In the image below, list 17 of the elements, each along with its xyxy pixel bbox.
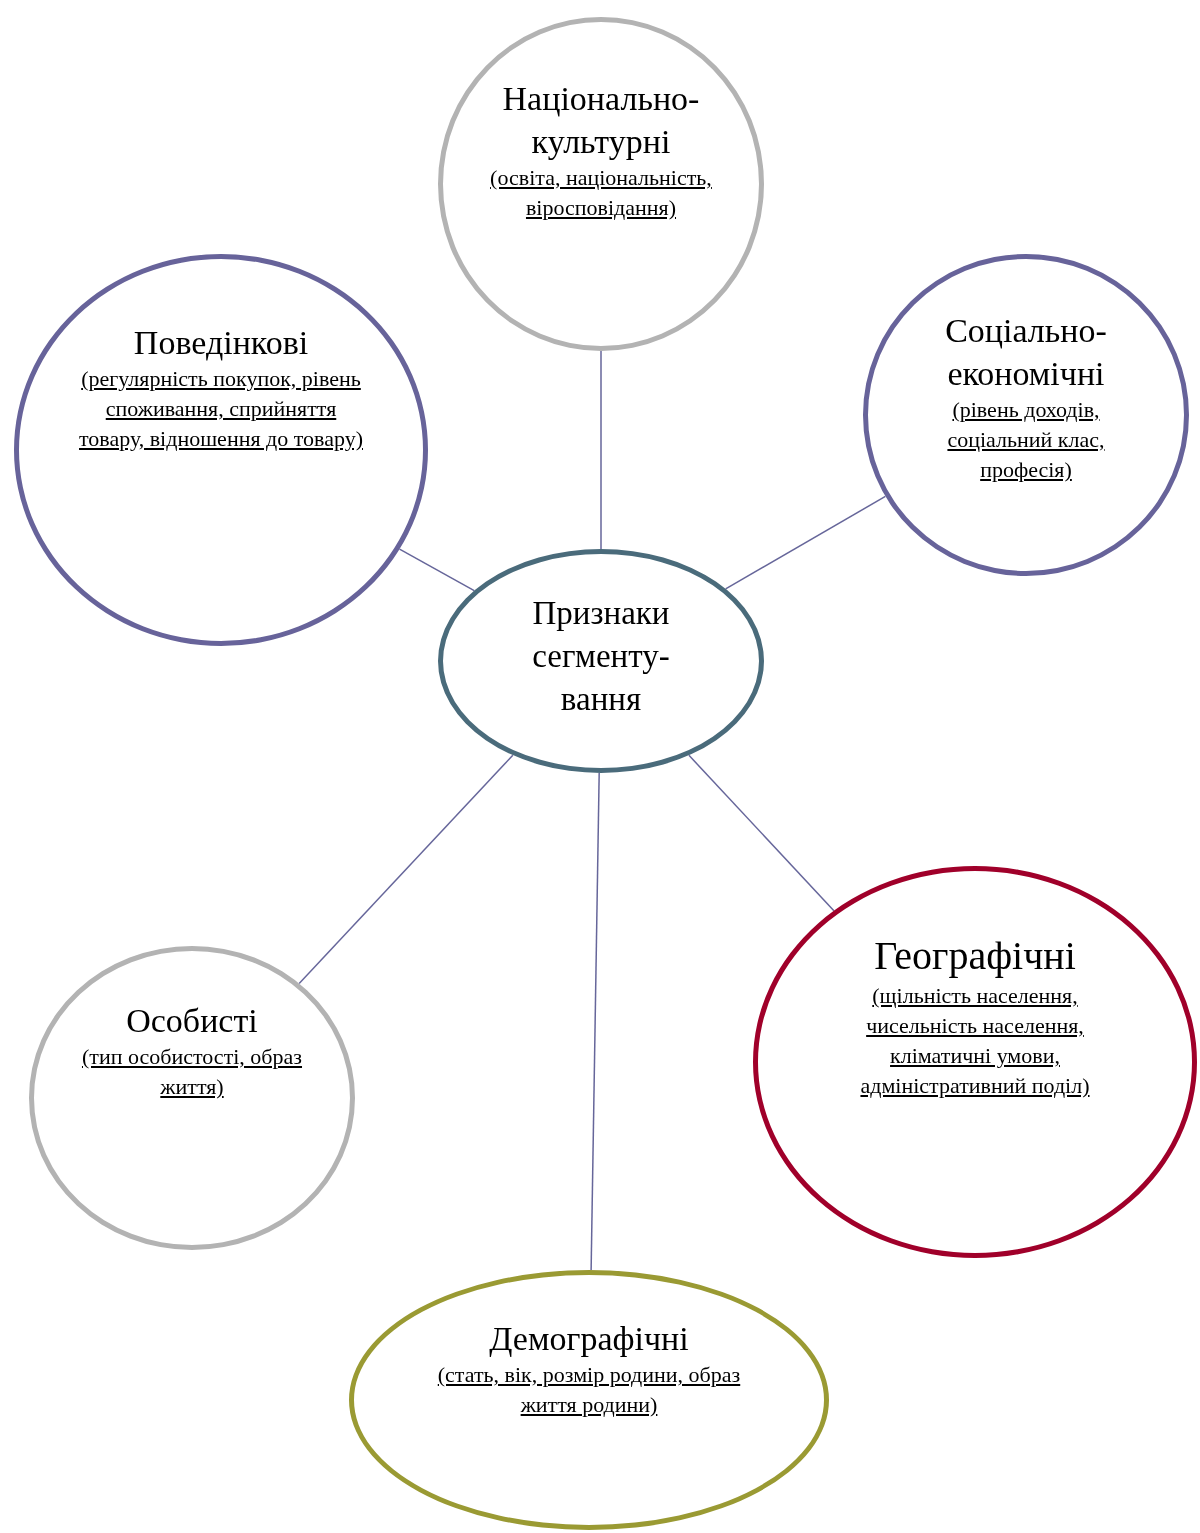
category-heading: Соціально- економічні xyxy=(944,311,1108,394)
category-heading: Національно- культурні xyxy=(501,79,701,162)
category-heading: Особисті xyxy=(125,1001,259,1041)
category-heading: Географічні xyxy=(873,932,1077,980)
category-details: (стать, вік, розмір родини, образ життя родини) xyxy=(436,1361,742,1419)
category-details: (регулярність покупок, рівень споживання, сприйняття товару, відношення до товару) xyxy=(78,365,364,453)
category-details: (освіта, національність, віросповідання) xyxy=(489,164,713,222)
category-heading: Поведінкові xyxy=(132,323,310,363)
connector-line xyxy=(298,754,514,985)
category-heading: Демографічні xyxy=(488,1319,690,1359)
category-heading: Признаки сегменту- вання xyxy=(531,594,671,719)
connector-line xyxy=(600,350,602,550)
category-details: (рівень доходів, соціальний клас, професія) xyxy=(946,396,1106,484)
connector-line xyxy=(590,772,600,1271)
category-details: (щільність населення, чисельність населення, кліматичні умови, адміністративний поділ) xyxy=(859,982,1091,1100)
connector-line xyxy=(724,495,887,590)
category-details: (тип особистості, образ життя) xyxy=(80,1043,303,1101)
